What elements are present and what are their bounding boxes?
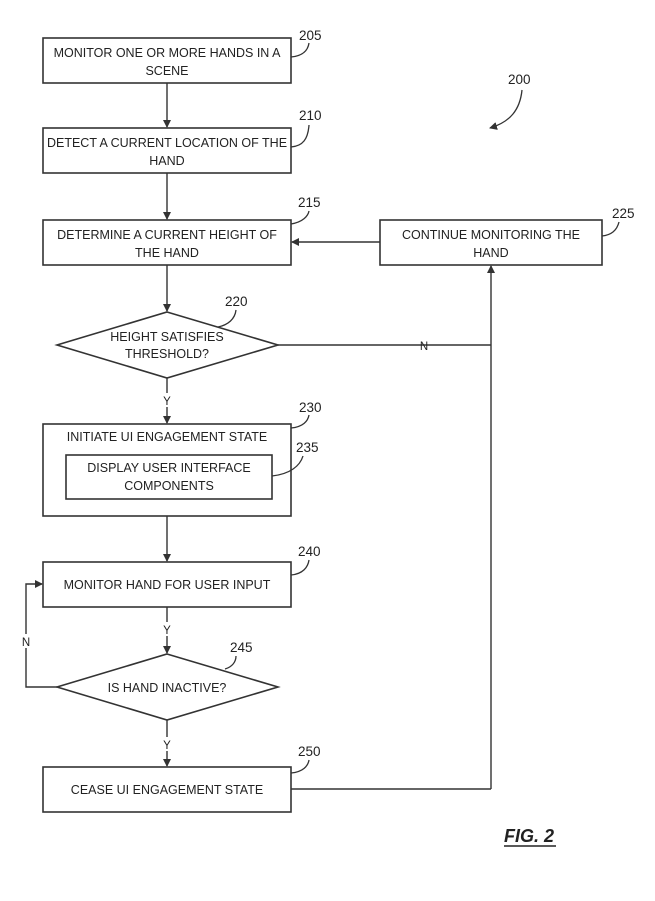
decision-245-ref: 245: [230, 640, 253, 655]
edge-245-yes-label: Y: [163, 740, 171, 752]
step-230-text: INITIATE UI ENGAGEMENT STATE: [67, 430, 267, 444]
step-235-leader: [271, 455, 304, 477]
step-215-text-line1: DETERMINE A CURRENT HEIGHT OF: [57, 228, 277, 242]
decision-220-ref: 220: [225, 294, 248, 309]
decision-220-text-line1: HEIGHT SATISFIES: [110, 330, 223, 344]
edge-220-no-label: N: [420, 341, 428, 353]
step-250-text: CEASE UI ENGAGEMENT STATE: [71, 783, 263, 797]
edge-220-yes-label: Y: [163, 396, 171, 408]
step-215-text-line2: THE HAND: [135, 246, 199, 260]
step-210-leader: [290, 124, 310, 148]
step-205-leader: [290, 42, 310, 58]
step-240-ref: 240: [298, 544, 321, 559]
step-225-ref: 225: [612, 206, 635, 221]
step-205-ref: 205: [299, 28, 322, 43]
edge-245-no-label: N: [22, 637, 30, 649]
step-215-leader: [290, 210, 310, 225]
step-235-text-line1: DISPLAY USER INTERFACE: [87, 461, 250, 475]
step-225: CONTINUE MONITORING THE HAND 225: [379, 206, 635, 266]
decision-220-leader: [217, 309, 237, 328]
step-205-text-line1: MONITOR ONE OR MORE HANDS IN A: [54, 46, 282, 60]
figure-ref-number: 200: [508, 72, 531, 87]
step-225-leader: [601, 221, 620, 237]
figure-ref-arrow: [489, 89, 523, 130]
step-210-box: [42, 127, 292, 174]
step-215-box: [42, 219, 292, 266]
step-250: CEASE UI ENGAGEMENT STATE 250: [42, 744, 321, 813]
step-235-box: [65, 454, 273, 500]
step-240-box: [42, 561, 292, 608]
step-210-text-line2: HAND: [149, 154, 184, 168]
step-235-ref: 235: [296, 440, 319, 455]
step-250-leader: [290, 759, 310, 774]
decision-220-diamond: [54, 311, 281, 379]
step-250-box: [42, 766, 292, 813]
edge-240-yes-label: Y: [163, 625, 171, 637]
figure-caption: FIG. 2: [504, 826, 554, 846]
step-210-text-line1: DETECT A CURRENT LOCATION OF THE: [47, 136, 287, 150]
step-230-leader: [290, 414, 310, 429]
step-205-text-line2: SCENE: [145, 64, 188, 78]
step-225-text-line2: HAND: [473, 246, 508, 260]
step-210-ref: 210: [299, 108, 322, 123]
step-235-text-line2: COMPONENTS: [124, 479, 214, 493]
decision-220-text-line2: THRESHOLD?: [125, 347, 209, 361]
step-240: MONITOR HAND FOR USER INPUT 240: [42, 544, 321, 608]
step-240-leader: [290, 559, 310, 576]
decision-245: IS HAND INACTIVE? 245: [54, 640, 281, 721]
step-230-ref: 230: [299, 400, 322, 415]
decision-245-leader: [224, 655, 237, 670]
step-225-text-line1: CONTINUE MONITORING THE: [402, 228, 580, 242]
step-215-ref: 215: [298, 195, 321, 210]
step-235: DISPLAY USER INTERFACE COMPONENTS 235: [65, 440, 319, 500]
step-205-box: [42, 37, 292, 84]
decision-245-text: IS HAND INACTIVE?: [108, 681, 227, 695]
step-205: MONITOR ONE OR MORE HANDS IN A SCENE 205: [42, 28, 322, 84]
step-240-text: MONITOR HAND FOR USER INPUT: [64, 578, 271, 592]
step-250-ref: 250: [298, 744, 321, 759]
step-215: DETERMINE A CURRENT HEIGHT OF THE HAND 2…: [42, 195, 321, 266]
step-210: DETECT A CURRENT LOCATION OF THE HAND 21…: [42, 108, 322, 174]
